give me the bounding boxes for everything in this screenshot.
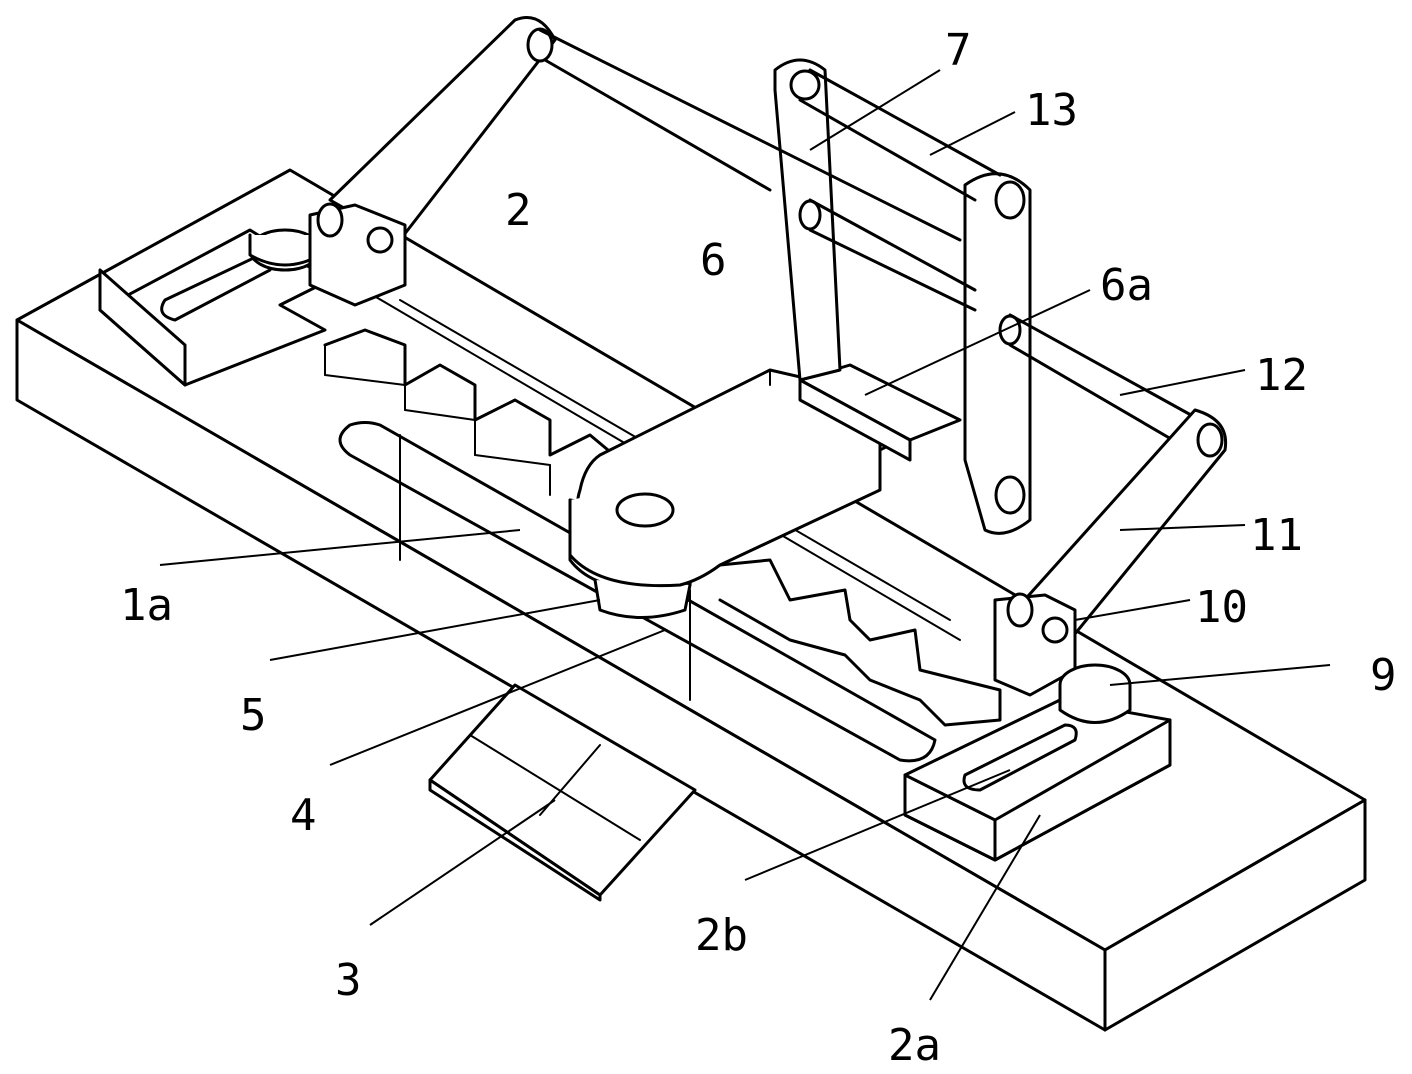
label-6: 6 — [700, 235, 727, 286]
label-4: 4 — [290, 790, 317, 841]
label-5: 5 — [240, 690, 267, 741]
label-3: 3 — [335, 955, 362, 1006]
label-2a: 2a — [888, 1020, 941, 1071]
label-11: 11 — [1250, 510, 1303, 561]
label-6a: 6a — [1100, 260, 1153, 311]
label-2b: 2b — [695, 910, 748, 961]
label-13: 13 — [1025, 85, 1078, 136]
right-knob-9 — [1060, 665, 1130, 723]
label-12: 12 — [1255, 350, 1308, 401]
label-9: 9 — [1370, 650, 1397, 701]
label-1a: 1a — [120, 580, 173, 631]
top-left-linkage — [330, 18, 960, 241]
label-2: 2 — [505, 185, 532, 236]
label-10: 10 — [1195, 582, 1248, 633]
label-7: 7 — [945, 25, 972, 76]
